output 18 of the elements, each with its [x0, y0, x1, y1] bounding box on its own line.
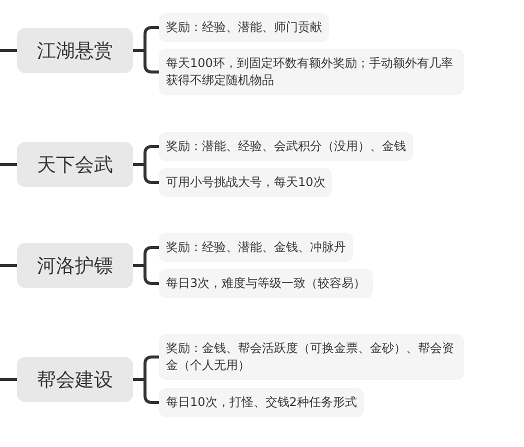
- topic-box: 天下会武: [17, 142, 133, 187]
- note-box: 每日3次，难度与等级一致（较容易）: [159, 269, 373, 298]
- connector-line: [0, 163, 17, 166]
- topic-box: 帮会建设: [17, 357, 133, 402]
- note-box: 每日10次，打怪、交钱2种任务形式: [159, 388, 364, 417]
- connector-line: [0, 264, 17, 267]
- note-box: 奖励：金钱、帮会活跃度（可换金票、金砂）、帮会资金（个人无用）: [159, 334, 464, 380]
- connector-line: [133, 49, 159, 74]
- note-box: 奖励：经验、潜能、师门贡献: [159, 13, 329, 42]
- topic-box: 江湖悬赏: [17, 28, 133, 73]
- note-box: 每天100环，到固定环数有额外奖励；手动额外有几率获得不绑定随机物品: [159, 49, 464, 95]
- connector-line: [0, 49, 17, 52]
- topic-box: 河洛护镖: [17, 243, 133, 288]
- note-box: 可用小号挑战大号，每天10次: [159, 168, 332, 197]
- connector-line: [0, 378, 17, 381]
- note-box: 奖励：潜能、经验、会武积分（没用）、金钱: [159, 132, 413, 161]
- connector-line: [133, 378, 159, 404]
- note-box: 奖励：经验、潜能、金钱、冲脉丹: [159, 233, 353, 262]
